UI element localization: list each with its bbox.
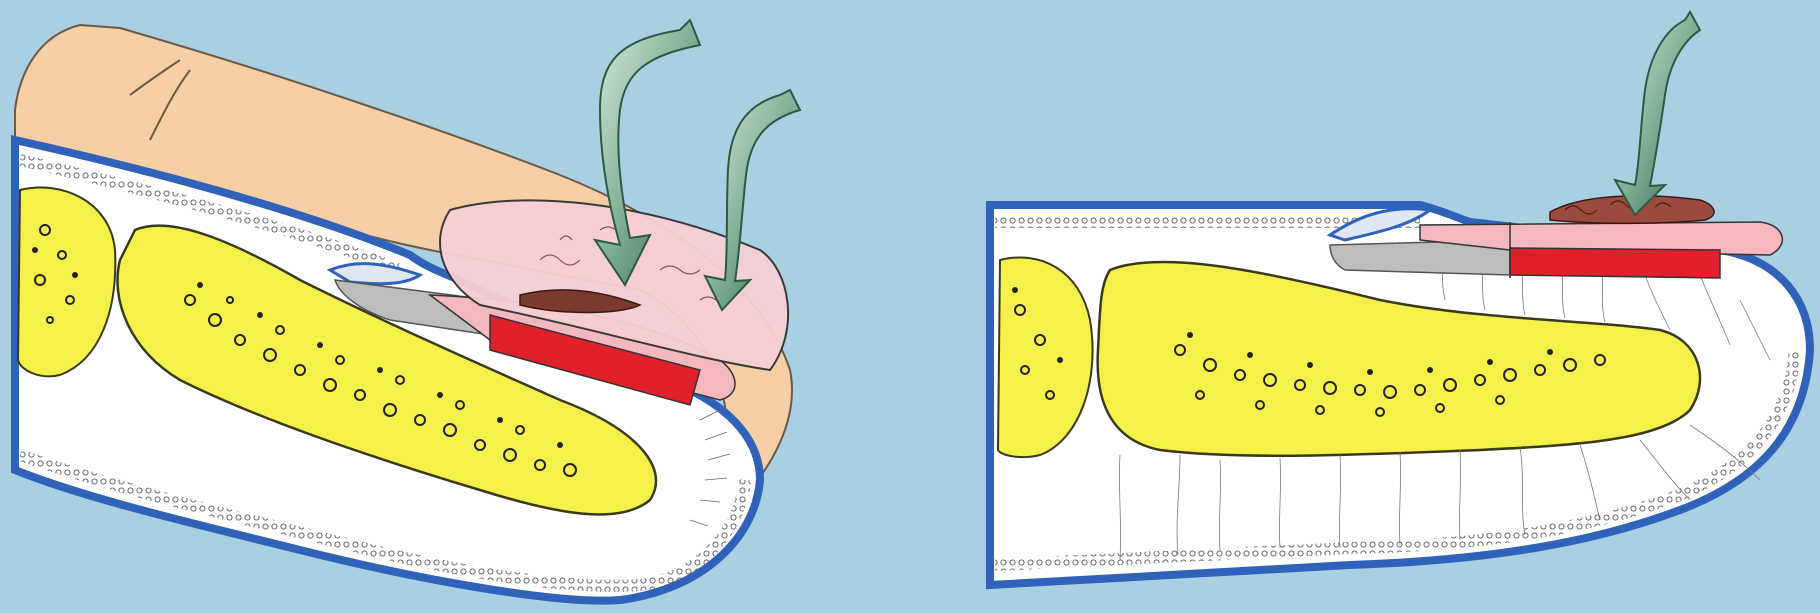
right-arrow [1615, 12, 1700, 215]
right-nail-bed [1510, 248, 1720, 278]
right-finger-cross-section [990, 12, 1810, 585]
left-finger-cross-section [15, 20, 800, 601]
